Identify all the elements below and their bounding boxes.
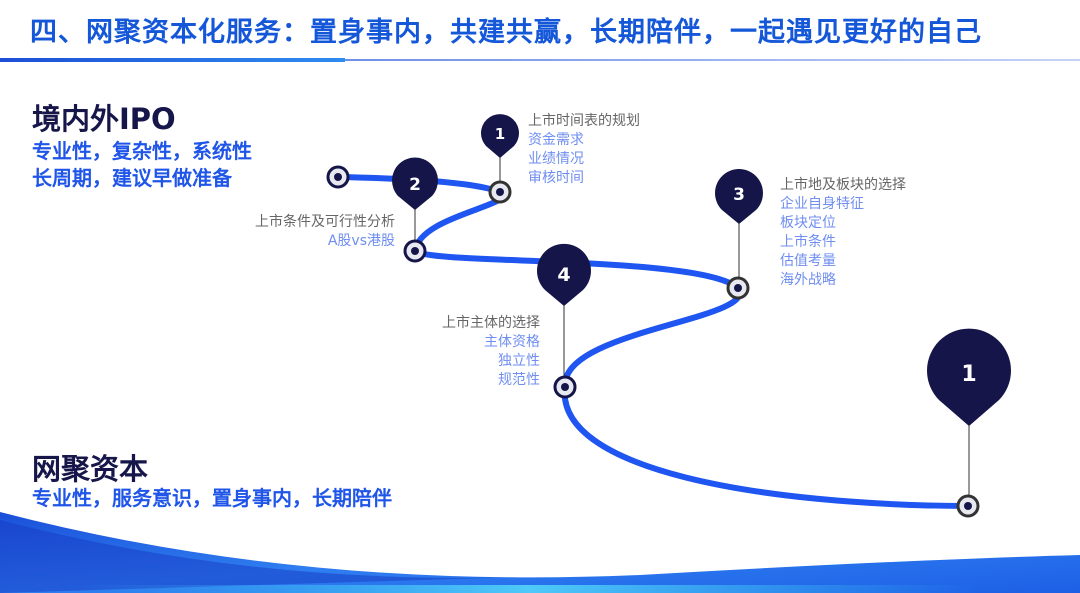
ipo-heading: 境内外IPO <box>32 102 176 136</box>
step-item: 独立性 <box>498 353 540 369</box>
svg-text:4: 4 <box>557 264 570 286</box>
node-4 <box>553 375 577 399</box>
step-item: 上市条件 <box>780 234 836 250</box>
pin-marker-final: 1 <box>927 328 1012 426</box>
svg-text:1: 1 <box>495 125 505 143</box>
step-item: 板块定位 <box>780 215 836 231</box>
ipo-line: 专业性，复杂性，系统性 <box>32 139 252 163</box>
start-node <box>326 165 350 189</box>
step-item: 业绩情况 <box>528 151 584 167</box>
pin-marker-3: 3 <box>715 169 763 224</box>
step-label: 上市地及板块的选择 <box>780 177 906 193</box>
step-label: 上市时间表的规划 <box>528 113 640 129</box>
svg-text:1: 1 <box>961 362 976 387</box>
step-item: 企业自身特征 <box>780 196 864 212</box>
step-label: 上市主体的选择 <box>442 315 540 331</box>
step-3-text: 上市地及板块的选择 企业自身特征 板块定位 上市条件 估值考量 海外战略 <box>780 176 906 290</box>
step-item: 资金需求 <box>528 132 584 148</box>
step-label: 上市条件及可行性分析 <box>255 214 395 230</box>
pin-marker-1: 1 <box>481 114 519 158</box>
brand-heading: 网聚资本 <box>32 452 149 486</box>
title-rule <box>345 59 1080 61</box>
path-nodes <box>326 165 980 518</box>
slide-title: 四、网聚资本化服务：置身事内，共建共赢，长期陪伴，一起遇见更好的自己 <box>30 17 982 48</box>
step-1-text: 上市时间表的规划 资金需求 业绩情况 审核时间 <box>528 112 640 188</box>
title-rule-accent <box>0 58 345 62</box>
ipo-line: 长周期，建议早做准备 <box>32 166 232 190</box>
svg-text:2: 2 <box>409 175 421 195</box>
brand-line: 专业性，服务意识，置身事内，长期陪伴 <box>32 486 392 510</box>
step-4-text: 上市主体的选择 主体资格 独立性 规范性 <box>442 314 540 390</box>
step-item: 估值考量 <box>780 253 836 269</box>
step-item: 海外战略 <box>780 272 836 288</box>
pin-marker-4: 4 <box>537 243 592 306</box>
pin-marker-2: 2 <box>392 157 439 210</box>
node-2 <box>403 239 427 263</box>
step-item: 审核时间 <box>528 170 584 186</box>
svg-text:3: 3 <box>733 185 745 205</box>
node-1 <box>488 180 512 204</box>
node-3 <box>726 276 750 300</box>
end-node <box>956 494 980 518</box>
step-item: A股vs港股 <box>327 233 395 249</box>
step-2-text: 上市条件及可行性分析 A股vs港股 <box>255 213 395 251</box>
step-item: 规范性 <box>498 372 540 388</box>
step-item: 主体资格 <box>484 334 540 350</box>
